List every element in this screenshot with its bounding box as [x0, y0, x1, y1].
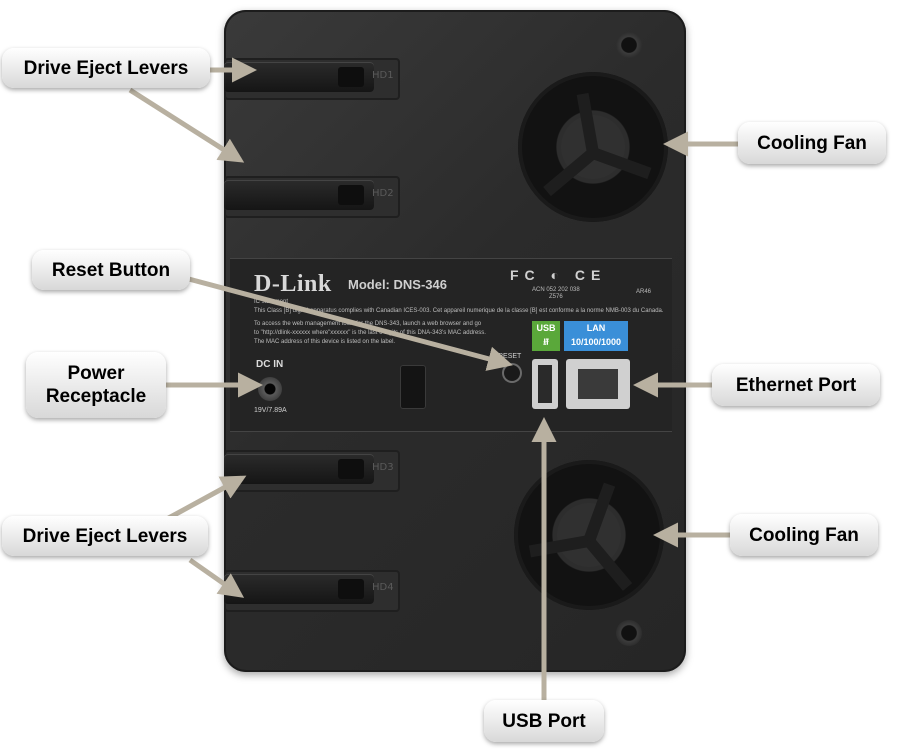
model-label: Model: DNS-346	[348, 277, 447, 292]
callout-usb-port: USB Port	[484, 700, 604, 742]
power-switch[interactable]	[400, 365, 426, 409]
usb-symbol-icon: ⭿	[543, 337, 549, 347]
web-access-text-1: To access the web management tools for t…	[254, 321, 482, 327]
callout-cooling-fan-bottom: Cooling Fan	[730, 514, 878, 556]
ar-code: AR46	[636, 289, 652, 295]
hd2-label: HD2	[372, 188, 394, 199]
certification-marks: FC ◐ CE	[510, 267, 607, 283]
connector-panel: D-Link Model: DNS-346 FC ◐ CE ACN 052 20…	[230, 258, 672, 432]
mac-address-text: The MAC address of this device is listed…	[254, 339, 396, 345]
lan-tag: LAN 10/100/1000	[564, 321, 628, 351]
leader-reset-button	[184, 275, 513, 371]
ethernet-port[interactable]	[566, 359, 630, 409]
dc-in-label: DC IN	[256, 359, 284, 370]
cooling-fan-top-icon	[518, 72, 668, 222]
drive-eject-lever-hd2[interactable]	[224, 180, 374, 210]
drive-eject-lever-hd4[interactable]	[224, 574, 374, 604]
power-receptacle-line-2: Receptacle	[45, 386, 147, 407]
leader-drive-levers-top-2	[128, 87, 245, 163]
leader-drive-levers-bottom-1	[163, 475, 247, 523]
hd1-label: HD1	[372, 70, 394, 81]
callout-ethernet-port: Ethernet Port	[712, 364, 880, 406]
hd4-label: HD4	[372, 582, 394, 593]
screw-bottom-icon	[616, 620, 642, 646]
voltage-label: 19V/7.89A	[254, 407, 287, 414]
callout-cooling-fan-top: Cooling Fan	[738, 122, 886, 164]
power-receptacle-line-1: Power	[67, 363, 125, 384]
leader-drive-levers-bottom-2	[188, 557, 245, 598]
hd3-label: HD3	[372, 462, 394, 473]
cooling-fan-bottom-icon	[514, 460, 664, 610]
web-access-text-2: to "http://dlink-xxxxxx where"xxxxxx" is…	[254, 330, 486, 336]
callout-power-receptacle: Power Receptacle	[26, 352, 166, 418]
drive-eject-lever-hd3[interactable]	[224, 454, 374, 484]
brand-logo: D-Link	[254, 271, 332, 297]
screw-top-icon	[616, 32, 642, 58]
usb-tag: USB ⭿	[532, 321, 560, 351]
callout-drive-eject-levers-top: Drive Eject Levers	[2, 48, 210, 88]
callout-drive-eject-levers-bottom: Drive Eject Levers	[2, 516, 208, 556]
ic-statement-text: This Class [B] digital apparatus complie…	[254, 308, 664, 314]
usb-port[interactable]	[532, 359, 558, 409]
callout-reset-button: Reset Button	[32, 250, 190, 290]
acn-label: ACN 052 202 038 Z576	[532, 287, 580, 300]
